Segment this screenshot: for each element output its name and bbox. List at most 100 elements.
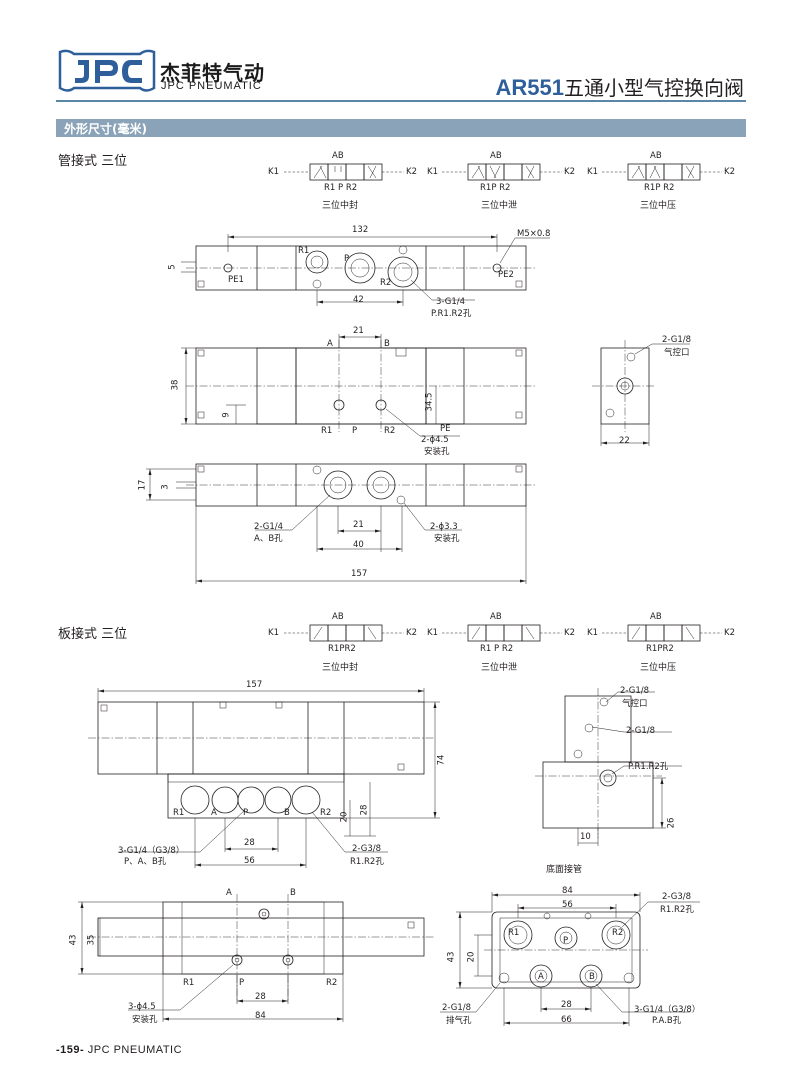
plate-symbol-2-right: K2 xyxy=(564,628,575,638)
dim-21-bottom: 21 xyxy=(353,520,364,530)
plate-symbol-3-left: K1 xyxy=(587,628,598,638)
symbol-3-right: K2 xyxy=(724,167,735,177)
plate-top-r2: R2 xyxy=(326,978,338,988)
plate-dim-28: 28 xyxy=(244,838,255,848)
base-dim-66: 66 xyxy=(561,1015,572,1025)
pipe-bottom-view xyxy=(146,463,536,584)
thread-m5: M5×0.8 xyxy=(517,229,551,239)
plate-symbol-2-top: AB xyxy=(490,612,502,622)
plate-pilot-note-2: 气控口 xyxy=(622,699,648,709)
symbol-1-right: K2 xyxy=(406,167,417,177)
dim-38: 38 xyxy=(170,379,181,391)
plate-top-b: B xyxy=(290,888,296,898)
plate-symbol-1-right: K2 xyxy=(406,628,417,638)
port-a-front: A xyxy=(327,339,333,349)
plate-symbol-1-bottom: R1PR2 xyxy=(328,644,356,654)
base-port-p: P xyxy=(563,936,569,946)
symbol-2-bottom: R1P R2 xyxy=(480,183,511,193)
plate-r-note-1: 2-G3/8 xyxy=(352,844,382,854)
dim-157: 157 xyxy=(351,569,368,579)
plate-symbol-1-top: AB xyxy=(332,612,344,622)
ab-note-1: 2-G1/4 xyxy=(254,522,284,532)
plate-r-note-2: R1.R2孔 xyxy=(350,857,384,867)
plate-side-note-2: 2-G1/8 xyxy=(626,726,656,736)
symbol-2-top: AB xyxy=(490,151,502,161)
plate-top-dim-84: 84 xyxy=(255,1011,266,1021)
section-title: 外形尺寸(毫米) xyxy=(64,122,147,136)
plate-pilot-note-1: 2-G1/8 xyxy=(620,686,650,696)
plate-dim-28v: 28 xyxy=(359,804,370,816)
symbol-2-left: K1 xyxy=(427,167,438,177)
plate-symbol-2-caption: 三位中泄 xyxy=(481,663,518,673)
dim-42: 42 xyxy=(353,295,364,305)
pilot-note-2: 气控口 xyxy=(664,348,690,358)
plate-symbol-3-caption: 三位中压 xyxy=(640,663,677,673)
section-bar: 外形尺寸(毫米) xyxy=(56,119,746,137)
product-title: AR551五通小型气控换向阀 xyxy=(496,72,744,101)
plate-pab-note-2: P、A、B孔 xyxy=(124,857,167,867)
symbol-1-bottom: R1 P R2 xyxy=(324,183,358,193)
port-p-top: P xyxy=(344,254,350,264)
plate-symbol-2-bottom: R1 P R2 xyxy=(480,644,514,654)
base-port-r1: R1 xyxy=(508,928,520,938)
plate-pab-note-1: 3-G1/4（G3/8） xyxy=(118,846,185,856)
valve-symbol-1 xyxy=(284,163,404,181)
plate-top-p: P xyxy=(239,978,245,988)
port-pe2: PE2 xyxy=(498,270,514,280)
plate-dim-74: 74 xyxy=(436,754,447,766)
port-p-front: P xyxy=(352,426,358,436)
base-dim-43: 43 xyxy=(446,951,457,963)
base-exhaust-note-1: 2-G1/8 xyxy=(442,1003,472,1013)
plate-port-a: A xyxy=(211,808,217,818)
plate-dim-43: 43 xyxy=(68,934,79,946)
dim-3: 3 xyxy=(160,484,171,490)
plate-front-view xyxy=(88,688,440,868)
dim-9: 9 xyxy=(221,412,232,418)
brand-name-en: JPC PNEUMATIC xyxy=(161,80,262,92)
base-manifold-view xyxy=(440,892,700,1026)
page-number: -159- xyxy=(56,1044,85,1056)
base-dim-20: 20 xyxy=(466,951,477,963)
pipe-front-view xyxy=(181,334,536,437)
plate-dim-56: 56 xyxy=(244,856,255,866)
port-r1-top: R1 xyxy=(298,246,310,256)
dim-21: 21 xyxy=(353,326,364,336)
pipe-side-view xyxy=(592,340,690,446)
plate-dim-35: 35 xyxy=(86,934,97,946)
port-r2-top: R2 xyxy=(380,278,392,288)
base-dim-84: 84 xyxy=(562,886,573,896)
plate-top-dim-28: 28 xyxy=(255,992,266,1002)
dim-34-5: 34.5 xyxy=(424,392,435,412)
port-b-front: B xyxy=(384,339,390,349)
base-pab-note-2: P.A.B孔 xyxy=(652,1016,682,1026)
port-r2-front: R2 xyxy=(384,426,396,436)
plate-port-b: B xyxy=(284,808,290,818)
page-footer: -159- JPC PNEUMATIC xyxy=(56,1044,182,1056)
plate-port-r1: R1 xyxy=(173,808,185,818)
base-dim-28: 28 xyxy=(561,1000,572,1010)
base-port-r2: R2 xyxy=(612,928,624,938)
base-port-b: B xyxy=(589,972,595,982)
product-name: 五通小型气控换向阀 xyxy=(564,76,744,100)
plate-top-r1: R1 xyxy=(183,978,195,988)
brand-name-cn: 杰菲特气动 xyxy=(160,61,265,85)
plate-type-heading: 板接式 三位 xyxy=(58,627,128,642)
pipe-top-view xyxy=(181,234,550,306)
model-number: AR551 xyxy=(495,75,564,100)
valve-symbol-2 xyxy=(442,163,562,181)
plate-dim-157: 157 xyxy=(246,680,263,690)
base-pab-note-1: 3-G1/4（G3/8） xyxy=(634,1005,701,1015)
symbol-3-top: AB xyxy=(650,151,662,161)
symbol-1-caption: 三位中封 xyxy=(322,201,359,211)
dim-5: 5 xyxy=(167,264,178,270)
base-r-note-2: R1.R2孔 xyxy=(660,905,694,915)
dim-132: 132 xyxy=(352,225,369,235)
plate-top-view xyxy=(78,894,434,1022)
base-port-a: A xyxy=(538,972,544,982)
plate-dim-20: 20 xyxy=(339,811,350,823)
plate-side-note-3: P.R1.R2孔 xyxy=(628,762,669,772)
port-pe1: PE1 xyxy=(228,275,244,285)
plate-mount-note-2: 安装孔 xyxy=(132,1015,158,1025)
mount-note-2: 安装孔 xyxy=(434,534,460,544)
